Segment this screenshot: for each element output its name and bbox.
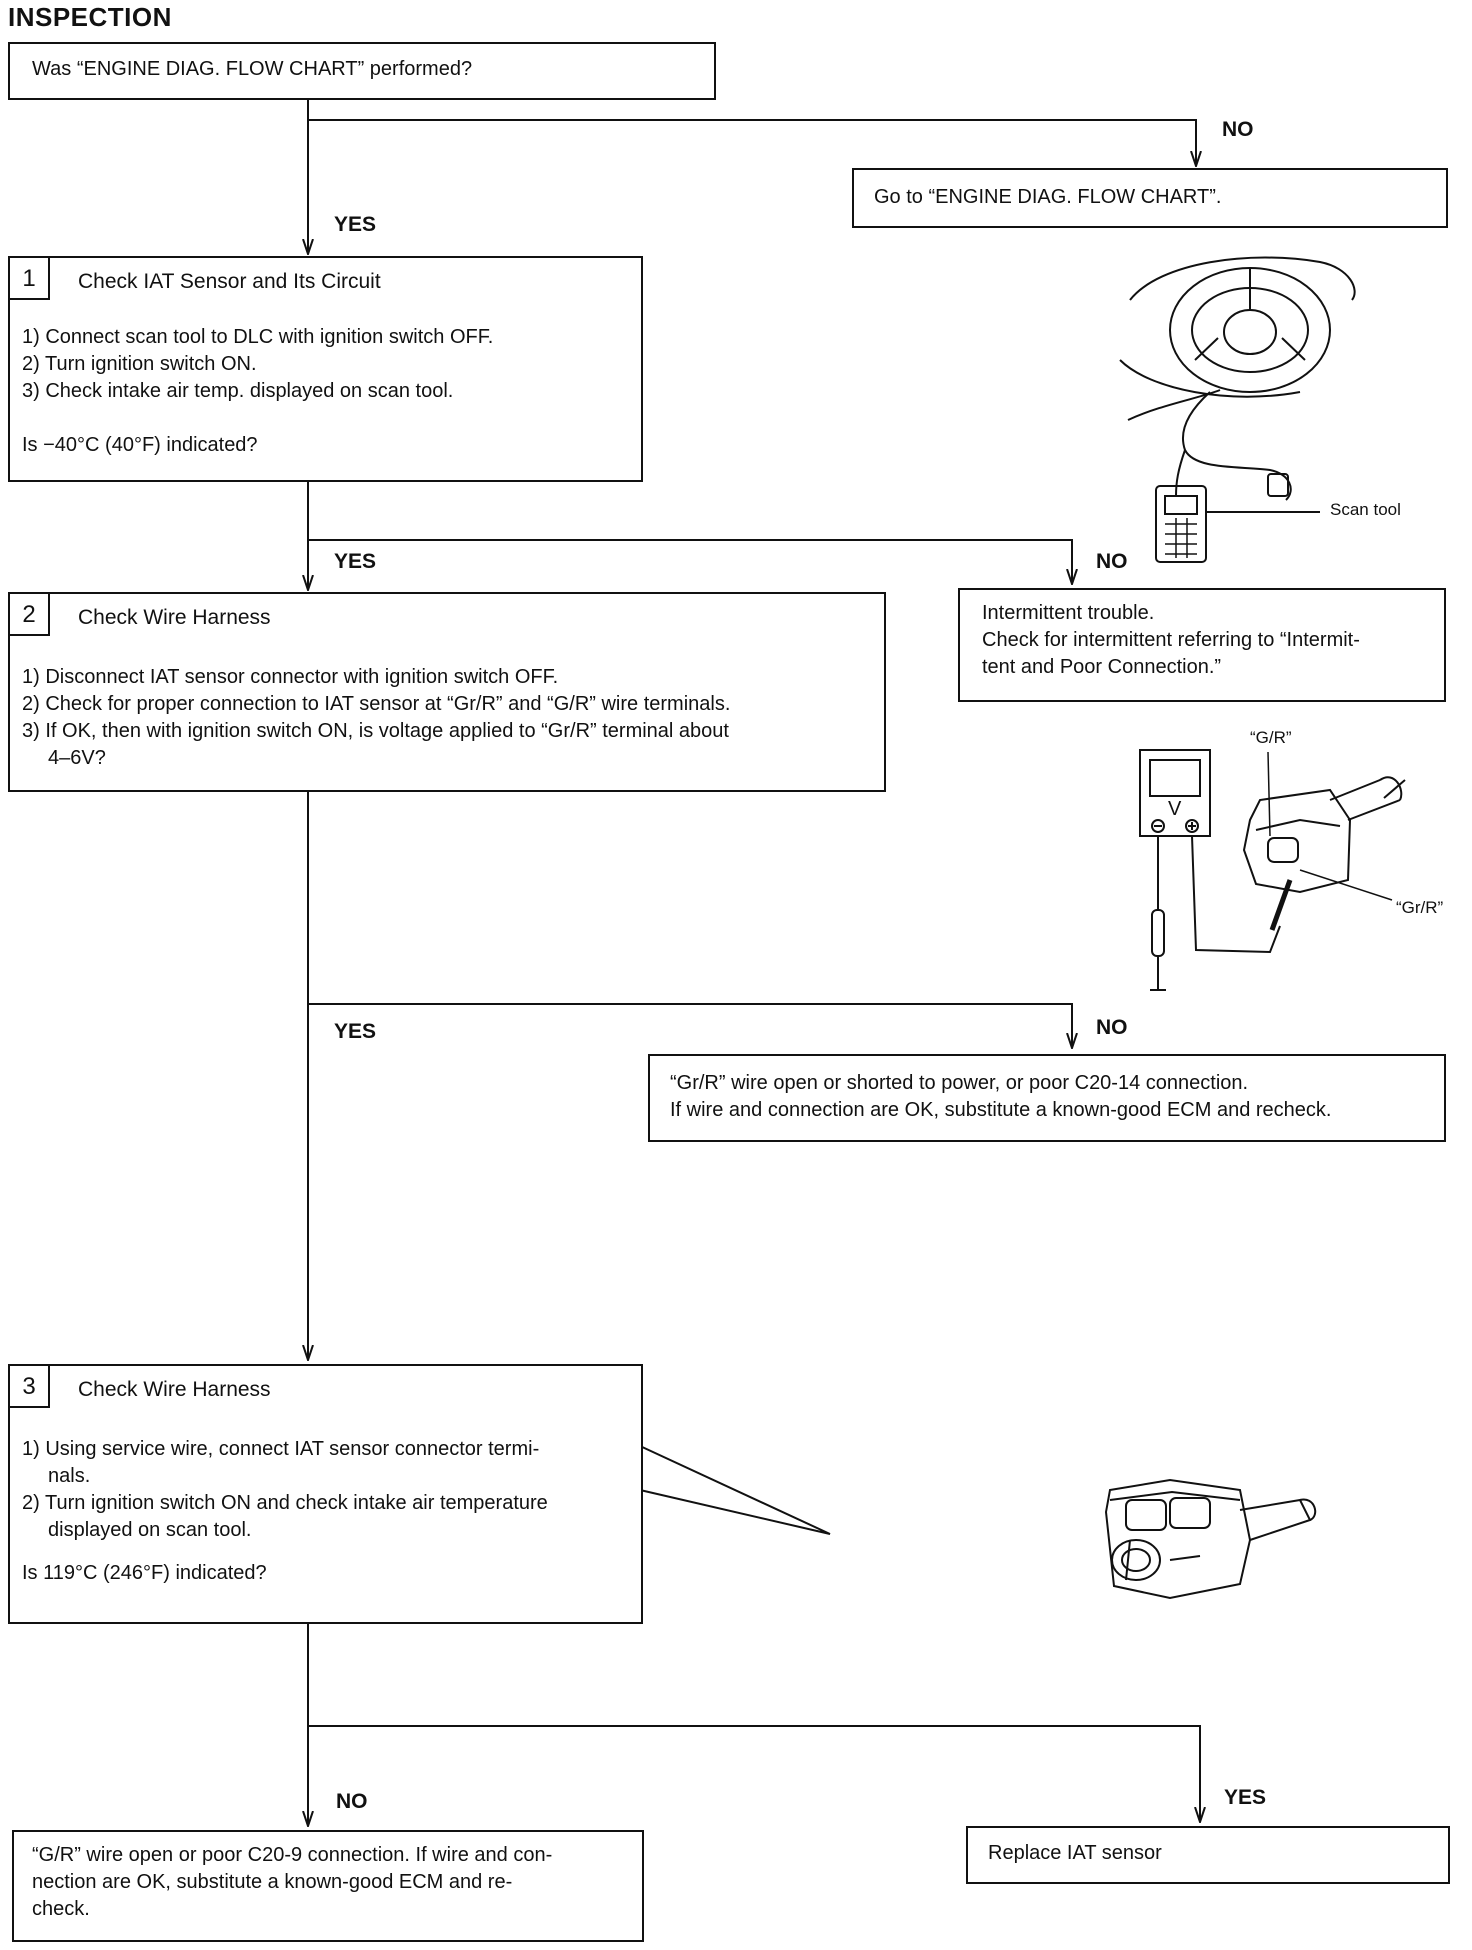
step1-no-label: NO (1096, 550, 1128, 573)
start-yes-label: YES (334, 213, 377, 236)
step3-no-result-box: “G/R” wire open or poor C20-9 connection… (12, 1830, 644, 1942)
voltmeter-figure (1139, 749, 1406, 991)
step3-item: 2) Turn ignition switch ON and check int… (22, 1492, 548, 1514)
iat-connector-icon (1242, 776, 1406, 894)
voltmeter-icon (1139, 749, 1211, 837)
step3-callout-pointer (639, 1445, 831, 1535)
step1-number: 1 (10, 258, 50, 300)
step2-item: 4–6V? (48, 747, 106, 769)
step2-body: 1) Disconnect IAT sensor connector with … (22, 664, 874, 772)
g-r-wire-label: “G/R” (1250, 728, 1292, 747)
step2-no-result-line: If wire and connection are OK, substitut… (670, 1099, 1332, 1121)
step1-item: 2) Turn ignition switch ON. (22, 353, 257, 375)
step3-no-result-line: check. (32, 1898, 90, 1920)
step3-item: nals. (48, 1465, 91, 1487)
step3-number: 3 (10, 1366, 50, 1408)
start-no-result: Go to “ENGINE DIAG. FLOW CHART”. (874, 186, 1222, 208)
step3-box: 3 Check Wire Harness 1) Using service wi… (8, 1364, 643, 1624)
step1-no-result-line: tent and Poor Connection.” (982, 656, 1222, 678)
scan-tool-icon (1155, 485, 1207, 563)
step2-title: Check Wire Harness (78, 606, 271, 629)
start-no-result-box: Go to “ENGINE DIAG. FLOW CHART”. (852, 168, 1448, 228)
step1-item: 3) Check intake air temp. displayed on s… (22, 380, 454, 402)
step1-box: 1 Check IAT Sensor and Its Circuit 1) Co… (8, 256, 643, 482)
step3-yes-result: Replace IAT sensor (988, 1842, 1162, 1864)
arrow-step2-no (308, 1003, 1072, 1048)
step3-no-result-line: “G/R” wire open or poor C20-9 connection… (32, 1844, 553, 1866)
step2-item: 3) If OK, then with ignition switch ON, … (22, 720, 729, 742)
step3-yes-label: YES (1224, 1786, 1267, 1809)
step3-question: Is 119°C (246°F) indicated? (22, 1562, 267, 1584)
scan-tool-figure (1119, 256, 1356, 563)
step1-no-result-box: Intermittent trouble. Check for intermit… (958, 588, 1446, 702)
arrow-step3-yes (308, 1725, 1200, 1822)
step3-item: 1) Using service wire, connect IAT senso… (22, 1438, 540, 1460)
step3-title: Check Wire Harness (78, 1378, 271, 1401)
arrow-start-no (308, 119, 1196, 166)
step2-item: 2) Check for proper connection to IAT se… (22, 693, 731, 715)
step3-no-result-line: nection are OK, substitute a known-good … (32, 1871, 513, 1893)
jumpered-connector-figure (1104, 1478, 1317, 1600)
step1-question: Is −40°C (40°F) indicated? (22, 434, 258, 456)
step2-no-result-line: “Gr/R” wire open or shorted to power, or… (670, 1072, 1249, 1094)
step2-yes-label: YES (334, 1020, 377, 1043)
gr-r-wire-label: “Gr/R” (1396, 898, 1444, 917)
step3-item: displayed on scan tool. (48, 1519, 252, 1541)
step3-yes-result-box: Replace IAT sensor (966, 1826, 1450, 1884)
step1-title: Check IAT Sensor and Its Circuit (78, 270, 381, 293)
step2-number: 2 (10, 594, 50, 636)
step1-item: 1) Connect scan tool to DLC with ignitio… (22, 326, 494, 348)
step1-body: 1) Connect scan tool to DLC with ignitio… (22, 324, 631, 459)
step2-item: 1) Disconnect IAT sensor connector with … (22, 666, 559, 688)
arrow-step1-no (308, 539, 1072, 584)
step1-no-result-line: Intermittent trouble. (982, 602, 1155, 624)
step3-body: 1) Using service wire, connect IAT senso… (22, 1436, 631, 1587)
step1-yes-label: YES (334, 550, 377, 573)
step3-no-label: NO (336, 1790, 368, 1813)
start-question: Was “ENGINE DIAG. FLOW CHART” performed? (32, 58, 473, 80)
step1-no-result-line: Check for intermittent referring to “Int… (982, 629, 1360, 651)
step2-box: 2 Check Wire Harness 1) Disconnect IAT s… (8, 592, 886, 792)
voltmeter-v-label: V (1168, 798, 1182, 820)
start-question-box: Was “ENGINE DIAG. FLOW CHART” performed? (8, 42, 716, 100)
page-title: INSPECTION (8, 2, 172, 32)
step2-no-result-box: “Gr/R” wire open or shorted to power, or… (648, 1054, 1446, 1142)
step2-no-label: NO (1096, 1016, 1128, 1039)
start-no-label: NO (1222, 118, 1254, 141)
scan-tool-caption: Scan tool (1330, 500, 1401, 519)
